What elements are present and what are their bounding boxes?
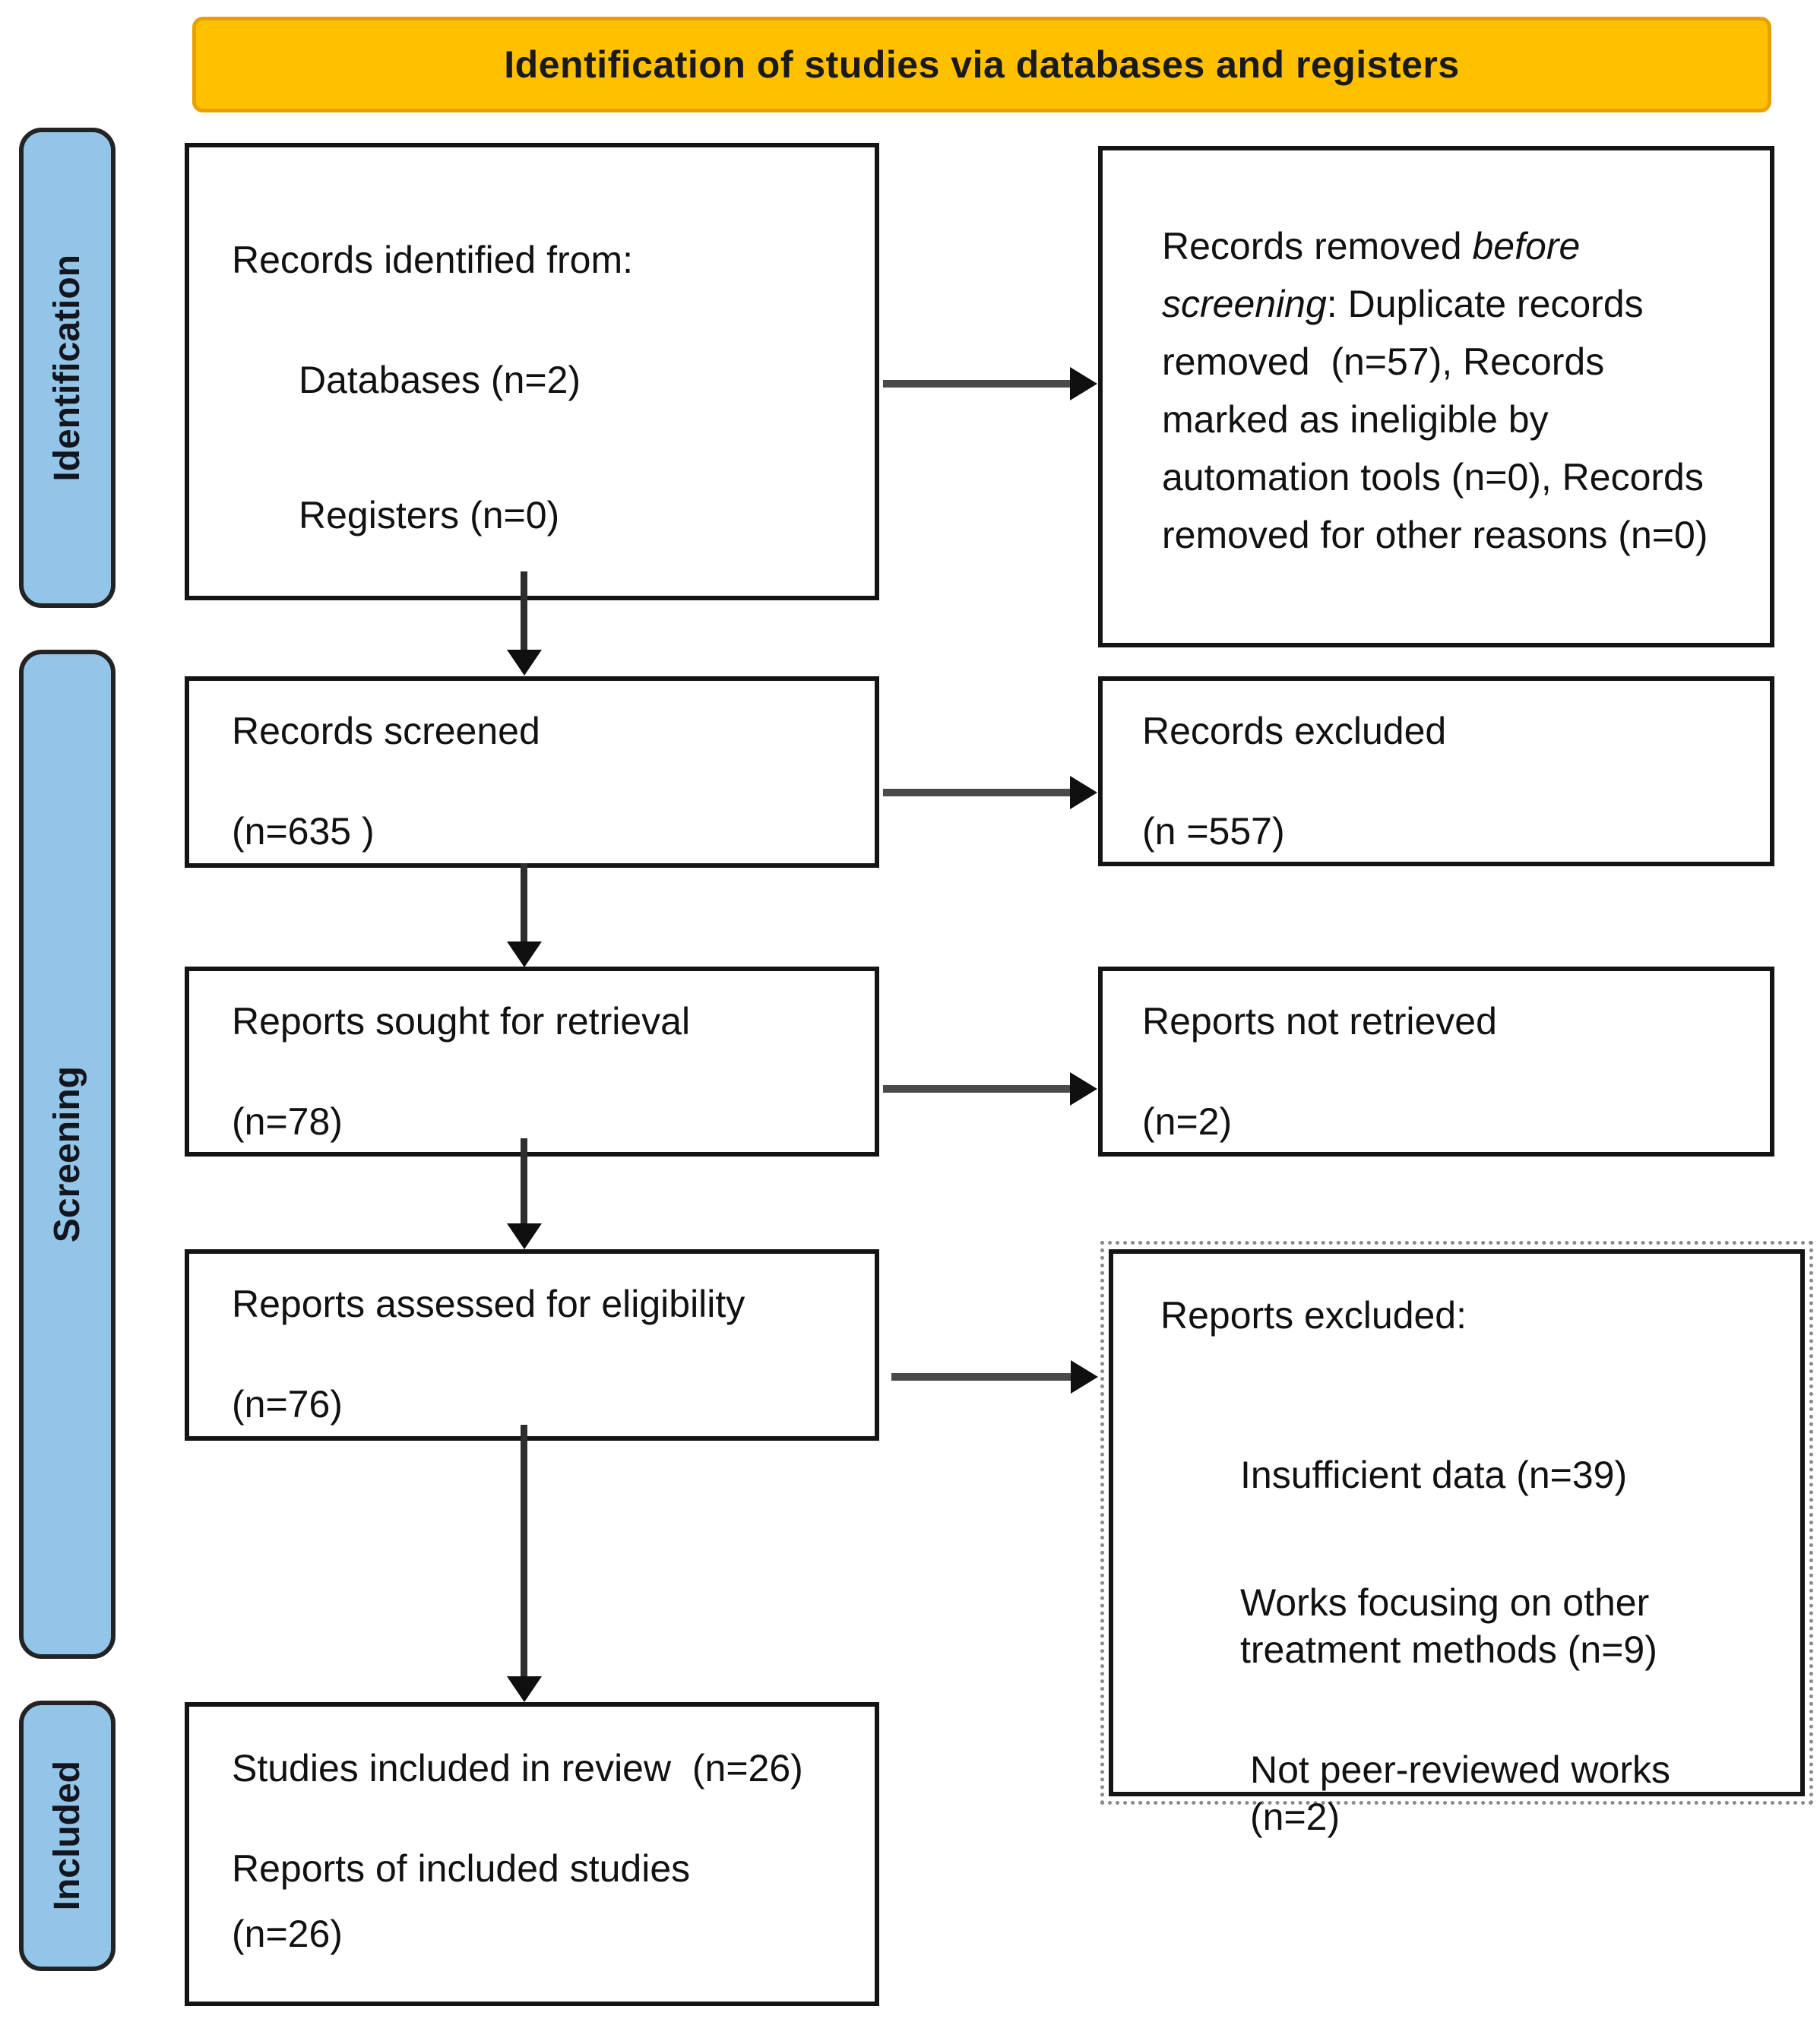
reports-sought-count: (n=78)	[232, 1100, 343, 1143]
reports-excluded-title: Reports excluded:	[1160, 1294, 1467, 1337]
arrow-assessed-to-included	[507, 1425, 542, 1702]
stage-included-label: Included	[47, 1761, 87, 1911]
box-reports-excluded: Reports excluded: Insufficient data (n=3…	[1109, 1249, 1805, 1838]
arrow-shaft	[883, 380, 1073, 388]
records-identified-registers: Registers (n=0)	[299, 494, 560, 536]
arrow-sought-to-assessed	[507, 1138, 542, 1249]
arrow-shaft	[521, 1425, 527, 1681]
reports-not-retrieved-count: (n=2)	[1142, 1100, 1233, 1143]
box-records-screened: Records screened (n=635 )	[185, 676, 879, 868]
arrow-head-icon	[507, 650, 542, 676]
arrow-head-icon	[1070, 1072, 1097, 1106]
arrow-shaft	[521, 1138, 527, 1228]
arrow-head-icon	[507, 941, 542, 967]
studies-included-reports-count: (n=26)	[232, 1913, 343, 1955]
stage-screening-label: Screening	[47, 1065, 87, 1243]
records-removed-prefix: Records removed	[1162, 225, 1473, 267]
box-reports-assessed: Reports assessed for eligibility (n=76)	[185, 1249, 879, 1441]
reports-assessed-label: Reports assessed for eligibility	[232, 1283, 745, 1325]
reports-assessed-count: (n=76)	[232, 1383, 343, 1426]
arrow-shaft	[521, 571, 527, 654]
arrow-shaft	[521, 863, 527, 946]
arrow-shaft	[883, 789, 1073, 796]
stage-identification-label: Identification	[47, 254, 87, 482]
arrow-head-icon	[507, 1223, 542, 1249]
arrow-shaft	[883, 1085, 1073, 1093]
stage-identification: Identification	[19, 128, 116, 608]
studies-included-reports: Reports of included studies	[232, 1847, 691, 1890]
box-records-removed: Records removed before screening: Duplic…	[1098, 146, 1774, 647]
records-excluded-label: Records excluded	[1142, 710, 1447, 752]
box-studies-included: Studies included in review (n=26) Report…	[185, 1702, 879, 2006]
records-removed-rest: : Duplicate records removed (n=57), Reco…	[1162, 283, 1714, 556]
reports-excluded-other-methods: Works focusing on other treatment method…	[1240, 1581, 1660, 1671]
header-title: Identification of studies via databases …	[504, 43, 1460, 86]
box-reports-not-retrieved: Reports not retrieved (n=2)	[1098, 967, 1774, 1157]
records-screened-label: Records screened	[232, 710, 540, 752]
arrow-head-icon	[1070, 367, 1097, 400]
records-removed-text: Records removed before screening: Duplic…	[1162, 217, 1735, 564]
arrow-head-icon	[1071, 1360, 1098, 1394]
stage-included: Included	[19, 1701, 116, 1971]
box-reports-excluded-outer: Reports excluded: Insufficient data (n=3…	[1100, 1241, 1813, 1838]
records-screened-count: (n=635 )	[232, 810, 375, 853]
reports-excluded-not-peer-reviewed: Not peer-reviewed works (n=2)	[1250, 1748, 1681, 1838]
studies-included-review: Studies included in review (n=26)	[232, 1747, 803, 1790]
box-records-identified: Records identified from: Databases (n=2)…	[185, 143, 879, 600]
box-reports-sought: Reports sought for retrieval (n=78)	[185, 967, 879, 1157]
reports-not-retrieved-label: Reports not retrieved	[1142, 1000, 1497, 1043]
arrow-shaft	[891, 1373, 1074, 1381]
reports-excluded-insufficient: Insufficient data (n=39)	[1240, 1454, 1628, 1496]
records-identified-title: Records identified from:	[232, 239, 634, 281]
arrow-screened-to-sought	[507, 863, 542, 967]
records-identified-databases: Databases (n=2)	[299, 359, 581, 401]
arrow-screened-to-excluded	[883, 776, 1097, 809]
stage-screening: Screening	[19, 650, 116, 1659]
arrow-head-icon	[1070, 776, 1097, 809]
arrow-head-icon	[507, 1676, 542, 1702]
records-removed-italic: before screening	[1162, 225, 1591, 325]
arrow-assessed-to-reports-excluded	[891, 1360, 1098, 1394]
records-excluded-count: (n =557)	[1142, 810, 1285, 853]
arrow-sought-to-not-retrieved	[883, 1072, 1097, 1106]
arrow-identified-to-removed	[883, 367, 1097, 400]
reports-sought-label: Reports sought for retrieval	[232, 1000, 691, 1043]
arrow-identified-to-screened	[507, 571, 542, 676]
header-banner: Identification of studies via databases …	[192, 17, 1771, 112]
box-records-excluded: Records excluded (n =557)	[1098, 676, 1774, 866]
